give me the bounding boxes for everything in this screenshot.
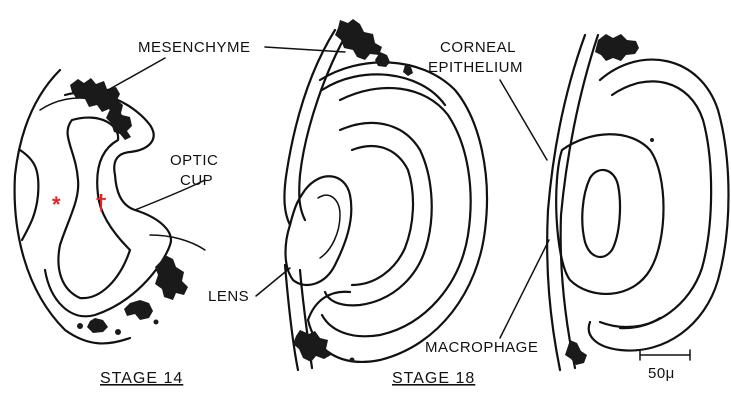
macrophage-label: MACROPHAGE — [425, 339, 538, 356]
corneal-epithelium-label-line2: EPITHELIUM — [428, 59, 523, 76]
dagger-marker: † — [95, 190, 107, 215]
stage-14-label: STAGE 14 — [100, 370, 183, 387]
stage14-drawing — [15, 70, 205, 343]
optic-cup-label-line1: OPTIC — [170, 152, 218, 169]
lens-label: LENS — [208, 288, 249, 305]
corneal-epithelium-label-line1: CORNEAL — [440, 39, 516, 56]
scale-bar-label: 50μ — [648, 365, 675, 382]
optic-cup-label-line2: CUP — [180, 172, 213, 189]
macrophage-leader — [500, 240, 549, 338]
stage-18-label: STAGE 18 — [392, 370, 475, 387]
lens-leader — [256, 268, 290, 296]
scale-bar — [640, 350, 690, 360]
mesenchyme-leader-right — [265, 47, 345, 52]
stage18-right-drawing — [547, 34, 728, 370]
corneal-epithelium-leader — [500, 80, 547, 160]
mesenchyme-label: MESENCHYME — [138, 39, 251, 56]
mesenchyme-leader-left — [108, 58, 165, 90]
asterisk-marker: * — [52, 192, 61, 217]
